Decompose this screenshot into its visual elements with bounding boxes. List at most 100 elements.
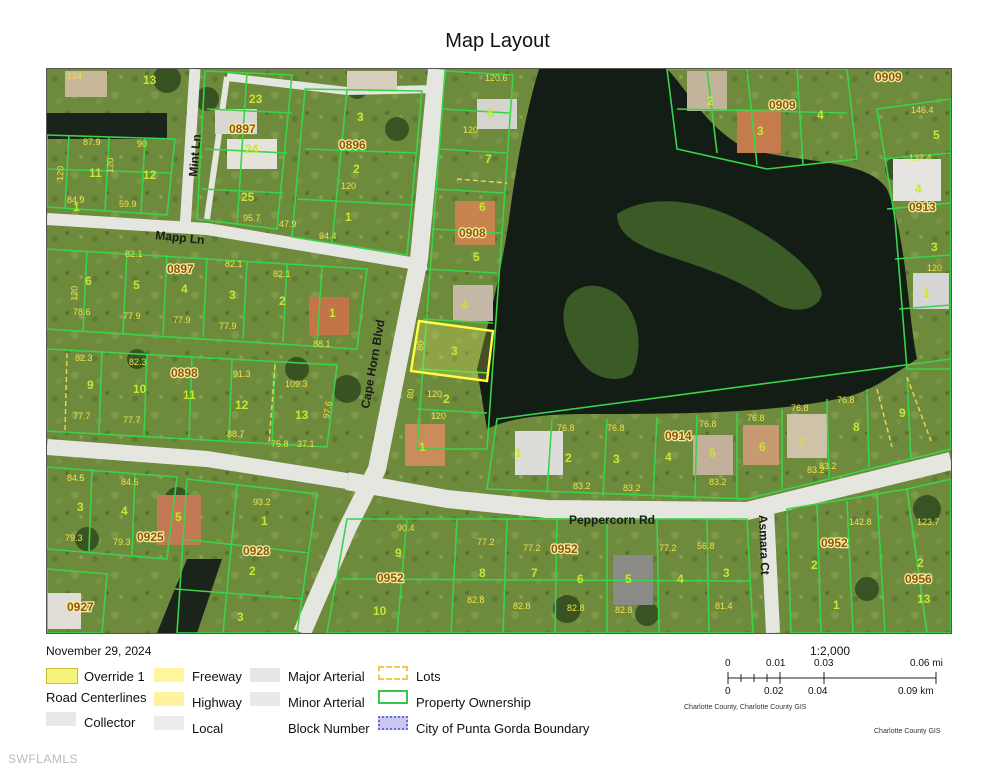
lot-number: 10: [373, 604, 387, 618]
source-attribution-right: Charlotte County GIS: [874, 728, 941, 735]
subject-parcel-highlight[interactable]: [409, 319, 495, 383]
scale-mi-3: 0.06 mi: [910, 658, 943, 669]
legend-highway: Highway: [192, 695, 242, 710]
block-number: 0925: [137, 530, 164, 544]
dimension-label: 83.2: [623, 483, 641, 493]
legend-swatch-collector: [46, 712, 76, 726]
dimension-label: 80: [415, 340, 426, 351]
lot-number: 2: [443, 392, 450, 406]
dimension-label: 88.7: [227, 429, 245, 439]
lot-number: 4: [915, 182, 922, 196]
street-label-mint: Mint Ln: [186, 134, 204, 178]
dimension-label: 142.8: [849, 517, 872, 527]
legend-override: Override 1: [84, 669, 145, 684]
block-number: 0913: [909, 200, 936, 214]
lot-number: 9: [395, 546, 402, 560]
block-number: 0896: [339, 138, 366, 152]
lot-number: 1: [73, 200, 80, 214]
page-title: Map Layout: [445, 30, 550, 52]
dimension-label: 120: [927, 263, 942, 273]
dimension-label: 76.8: [699, 419, 717, 429]
dimension-label: 87.9: [83, 137, 101, 147]
block-number: 0956: [905, 572, 932, 586]
dimension-label: 80: [405, 388, 416, 399]
dimension-label: 83.2: [807, 465, 825, 475]
dimension-label: 81.4: [715, 601, 733, 611]
dimension-label: 75.8: [271, 439, 289, 449]
dimension-label: 82.3: [129, 357, 147, 367]
scale-km-1: 0.02: [764, 686, 784, 697]
lot-lines: [64, 178, 932, 448]
lot-number: 3: [931, 240, 938, 254]
legend-swatch-major-arterial: [250, 668, 280, 682]
dimension-label: 82.3: [75, 353, 93, 363]
scale-km-2: 0.04: [808, 686, 828, 697]
dimension-label: 120: [105, 158, 116, 173]
dimension-label: 77.9: [173, 315, 191, 325]
lot-number: 6: [85, 274, 92, 288]
dimension-label: 77.2: [659, 543, 677, 553]
map-canvas[interactable]: Mapp Ln Mint Ln Cape Horn Blvd Peppercor…: [46, 68, 952, 634]
lot-number: 6: [577, 572, 584, 586]
parcel-lines: [47, 69, 951, 633]
dimension-label: 79.3: [65, 533, 83, 543]
dimension-label: 109.3: [285, 379, 308, 389]
legend-major-arterial: Major Arterial: [288, 669, 365, 684]
dimension-label: 76.8: [747, 413, 765, 423]
lot-number: 12: [235, 398, 249, 412]
lot-number: 1: [833, 598, 840, 612]
legend-property-ownership: Property Ownership: [416, 695, 531, 710]
lot-number: 4: [461, 298, 468, 312]
lot-number: 6: [759, 440, 766, 454]
canal-south: [157, 559, 222, 633]
dimension-labels: 120.6 87.9 90 84.9 59.9 120 82.1 82.1 82…: [55, 71, 942, 615]
block-number: 0909: [769, 98, 796, 112]
street-label-mapp: Mapp Ln: [155, 228, 206, 247]
dimension-label: 82.8: [615, 605, 633, 615]
dimension-label: 84.9: [67, 195, 85, 205]
lot-number: 5: [933, 128, 940, 142]
dimension-label: 76.8: [837, 395, 855, 405]
dimension-label: 78.6: [73, 307, 91, 317]
block-number: 0952: [551, 542, 578, 556]
lot-number: 4: [121, 504, 128, 518]
lot-number: 2: [565, 451, 572, 465]
dimension-label: 47.9: [279, 219, 297, 229]
block-number: 0909: [875, 70, 902, 84]
houses: [47, 71, 949, 629]
street-label-peppercorn: Peppercorn Rd: [569, 513, 655, 527]
island-large: [617, 201, 822, 310]
legend-swatch-local: [154, 716, 184, 730]
lot-number: 3: [77, 500, 84, 514]
source-attribution: Charlotte County, Charlotte County GIS: [684, 704, 807, 711]
block-number: 0952: [821, 536, 848, 550]
dimension-label: 56.8: [697, 541, 715, 551]
lot-number: 5: [709, 446, 716, 460]
lot-number: 2: [249, 564, 256, 578]
dimension-label: 120: [463, 125, 478, 135]
block-number: 0928: [243, 544, 270, 558]
lot-number: 8: [853, 420, 860, 434]
dimension-label: 91.3: [233, 369, 251, 379]
lot-number: 2: [279, 294, 286, 308]
lot-number: 10: [133, 382, 147, 396]
lot-number: 8: [487, 106, 494, 120]
legend-swatch-override: [46, 668, 78, 684]
tree-clusters: [75, 69, 941, 626]
lot-number: 1: [515, 446, 522, 460]
lot-number: 23: [249, 92, 263, 106]
street-label-asmara: Asmara Ct: [756, 515, 772, 575]
block-numbers: 0897 0896 0897 0898 0908 0909 0909 0913 …: [66, 69, 938, 615]
lot-number: 1: [261, 514, 268, 528]
dimension-label: 77.7: [73, 411, 91, 421]
dimension-label: 77.9: [219, 321, 237, 331]
watermark: SWFLAMLS: [8, 752, 79, 766]
dimension-label: 88.1: [313, 339, 331, 349]
lot-number: 4: [677, 572, 684, 586]
legend-lots: Lots: [416, 669, 441, 684]
lot-number: 7: [531, 566, 538, 580]
block-number: 0897: [229, 122, 256, 136]
lot-number: 1: [419, 440, 426, 454]
legend-minor-arterial: Minor Arterial: [288, 695, 365, 710]
lot-number: 1: [329, 306, 336, 320]
